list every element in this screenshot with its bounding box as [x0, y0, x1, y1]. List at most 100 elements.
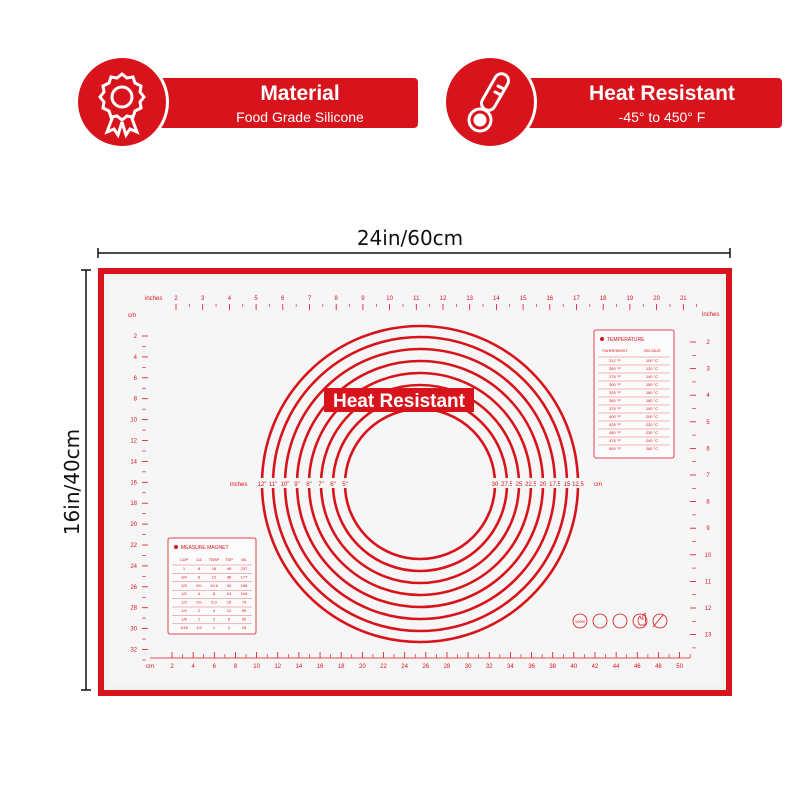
bottom-ruler-tick-label: 20 — [359, 664, 366, 670]
measure-cell: 4 — [213, 608, 216, 613]
measure-cell: 1/16 — [180, 625, 189, 630]
temperature-cell-f: 450 °F — [609, 430, 621, 435]
temperature-cell-f: 275 °F — [609, 374, 621, 379]
circle-inch-label: 5" — [342, 482, 347, 488]
circle-inch-unit: inches — [230, 482, 247, 488]
bottom-ruler-tick-label: 48 — [655, 664, 662, 670]
measure-cell: 16 — [227, 600, 232, 605]
left-ruler-tick-label: 2 — [134, 334, 138, 340]
right-ruler-tick-label: 8 — [706, 500, 710, 506]
circle-inch-label: 12" — [258, 482, 267, 488]
left-ruler-tick-label: 26 — [130, 585, 137, 591]
circle-label-bg — [548, 478, 562, 488]
top-ruler-tick-label: 2 — [174, 296, 178, 302]
measure-cell: 8 — [213, 591, 216, 596]
measure-cell: 5⅓ — [196, 583, 202, 588]
bottom-ruler-tick-label: 26 — [422, 664, 429, 670]
temperature-cell-c: 190 °C — [646, 406, 658, 411]
top-ruler-tick-label: 18 — [600, 296, 607, 302]
measure-cell: 1/4 — [181, 608, 187, 613]
temperature-table-bullet — [600, 337, 604, 341]
temperature-cell-c: 230 °C — [646, 430, 658, 435]
temperature-cell-f: 475 °F — [609, 438, 621, 443]
measure-cell: 1/2 — [181, 591, 187, 596]
measure-cell: 1 — [183, 566, 186, 571]
material-badge-circle — [78, 58, 166, 146]
measure-header: TBSP — [209, 557, 220, 562]
temperature-table-title: TEMPERATURE — [607, 337, 645, 343]
temperature-cell-f: 325 °F — [609, 390, 621, 395]
measure-table-title: MEASURE MAGNET — [181, 545, 229, 551]
bottom-ruler-tick-label: 2 — [170, 664, 174, 670]
right-ruler-tick-label: 10 — [705, 553, 712, 559]
measure-cell: 15 — [242, 625, 247, 630]
measure-cell: 1/2 — [196, 625, 202, 630]
measure-cell: 177 — [241, 574, 248, 579]
bottom-ruler-tick-label: 38 — [549, 664, 556, 670]
measure-cell: 5.3 — [211, 600, 217, 605]
circle-cm-label: 15 — [564, 482, 571, 488]
circle-label-bg — [303, 478, 315, 488]
measure-table-bullet — [174, 545, 178, 549]
bottom-ruler-tick-label: 24 — [401, 664, 408, 670]
left-ruler-tick-label: 28 — [130, 606, 137, 612]
temperature-cell-f: 400 °F — [609, 414, 621, 419]
temperature-cell-c: 150 °C — [646, 382, 658, 387]
top-ruler-tick-label: 12 — [440, 296, 447, 302]
measure-cell: 1/3 — [181, 600, 187, 605]
circle-cm-label: 22.5 — [525, 482, 537, 488]
measure-cell: 24 — [227, 591, 232, 596]
measure-cell: 158 — [241, 583, 248, 588]
left-ruler-tick-label: 20 — [130, 522, 137, 528]
circle-label-bg — [327, 478, 339, 488]
temperature-cell-c: 180 °C — [646, 398, 658, 403]
circle-label-bg — [536, 478, 550, 488]
top-ruler-tick-label: 19 — [627, 296, 634, 302]
top-ruler-tick-label: 16 — [546, 296, 553, 302]
measure-cell: 2⅔ — [196, 600, 202, 605]
oven-icon — [612, 613, 628, 629]
top-ruler-tick-label: 5 — [254, 296, 258, 302]
measure-cell: 59 — [242, 608, 247, 613]
top-ruler-tick-label: 8 — [335, 296, 339, 302]
material-subtitle: Food Grade Silicone — [236, 109, 364, 125]
top-ruler-tick-label: 20 — [653, 296, 660, 302]
circle-label-bg — [339, 478, 351, 488]
safe-icon — [592, 613, 608, 629]
temperature-cell-f: 300 °F — [609, 382, 621, 387]
right-ruler-tick-label: 5 — [706, 420, 710, 426]
temperature-table — [593, 329, 675, 459]
top-ruler-tick-label: 21 — [680, 296, 687, 302]
measure-cell: 12 — [212, 574, 217, 579]
circle-label-bg — [500, 478, 514, 488]
left-ruler-tick-label: 12 — [130, 439, 137, 445]
measure-cell: 1 — [198, 616, 201, 621]
temperature-cell-f: 212 °F — [609, 358, 621, 363]
circle-label-bg — [512, 478, 526, 488]
measure-cell: 32 — [227, 583, 232, 588]
bottom-ruler-tick-label: 46 — [634, 664, 641, 670]
center-label-bg — [324, 388, 474, 412]
bottom-ruler-tick-label: 42 — [592, 664, 599, 670]
material-badge: Material Food Grade Silicone — [78, 58, 418, 146]
circle-cm-unit: cm — [594, 482, 602, 488]
top-ruler-tick-label: 7 — [308, 296, 312, 302]
circle-cm-label: 12.5 — [572, 482, 584, 488]
measure-cell: 79 — [242, 600, 247, 605]
temperature-header-c: CELSIUS — [643, 348, 660, 353]
right-ruler-tick-label: 6 — [706, 446, 710, 452]
left-ruler-unit: cm — [128, 313, 136, 319]
measure-cell: 1/8 — [181, 616, 187, 621]
left-ruler-tick-label: 32 — [130, 648, 137, 654]
top-ruler-unit: inches — [145, 296, 162, 302]
measure-cell: 237 — [241, 566, 248, 571]
measure-cell: 10.6 — [210, 583, 219, 588]
circle-label-bg — [279, 478, 291, 488]
circle-inch-label: 11" — [269, 482, 277, 488]
bottom-ruler-tick-label: 16 — [317, 664, 324, 670]
measure-cell: 3 — [228, 625, 231, 630]
circle-inch-label: 10" — [281, 482, 290, 488]
left-ruler-tick-label: 30 — [130, 627, 137, 633]
right-ruler-tick-label: 3 — [706, 367, 710, 373]
